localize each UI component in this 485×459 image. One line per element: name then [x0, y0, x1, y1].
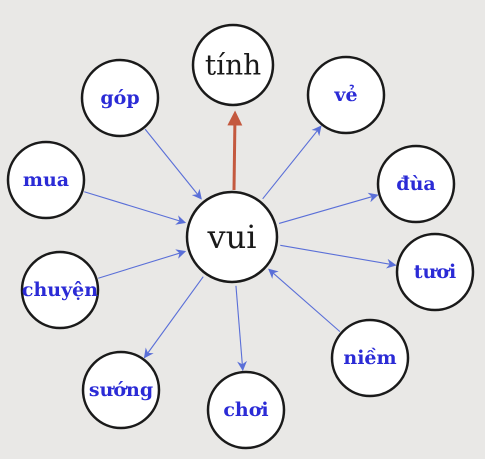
arrow-chuyen — [98, 249, 187, 279]
node-niem-label: niềm — [343, 347, 396, 369]
arrow-suong — [143, 276, 204, 359]
node-dua-label: đùa — [396, 173, 435, 195]
node-choi: chơi — [206, 370, 286, 450]
node-dua: đùa — [376, 144, 456, 224]
node-niem-circle — [330, 318, 410, 398]
node-tinh-circle — [191, 23, 275, 107]
node-gop: góp — [80, 58, 160, 138]
arrow-niem — [268, 268, 341, 333]
node-chuyen-circle — [20, 250, 100, 330]
arrow-tuoi — [280, 244, 397, 269]
node-gop-circle — [80, 58, 160, 138]
node-tinh-label: tính — [205, 49, 261, 82]
nodes-layer: tính vui góp vẻ mua đùa chuyện tươi sướng chơi niề… — [6, 23, 475, 450]
node-chuyen: chuyện — [20, 250, 100, 330]
node-choi-circle — [206, 370, 286, 450]
node-suong-label: sướng — [89, 379, 153, 401]
node-vui-center-circle — [185, 190, 279, 284]
node-mua-circle — [6, 140, 86, 220]
arrows-layer — [84, 110, 397, 372]
arrow-mua — [84, 191, 187, 225]
node-niem: niềm — [330, 318, 410, 398]
node-suong-circle — [81, 350, 161, 430]
node-ve-label: vẻ — [333, 84, 357, 106]
node-mua-label: mua — [23, 169, 69, 191]
node-vui-center: vui — [185, 190, 279, 284]
node-vui-center-label: vui — [207, 218, 257, 256]
arrow-ve — [262, 125, 322, 200]
node-suong: sướng — [81, 350, 161, 430]
node-tinh: tính — [191, 23, 275, 107]
arrow-dua — [278, 192, 379, 224]
node-tuoi-circle — [395, 232, 475, 312]
arrow-gop — [144, 128, 202, 200]
node-choi-label: chơi — [223, 399, 268, 421]
node-ve-circle — [306, 55, 386, 135]
node-dua-circle — [376, 144, 456, 224]
arrow-choi — [235, 285, 247, 372]
node-ve: vẻ — [306, 55, 386, 135]
node-mua: mua — [6, 140, 86, 220]
node-gop-label: góp — [100, 87, 139, 109]
node-tuoi: tươi — [395, 232, 475, 312]
node-chuyen-label: chuyện — [22, 279, 98, 301]
arrow-vui-to-tinh — [227, 110, 243, 191]
node-tuoi-label: tươi — [414, 261, 456, 283]
